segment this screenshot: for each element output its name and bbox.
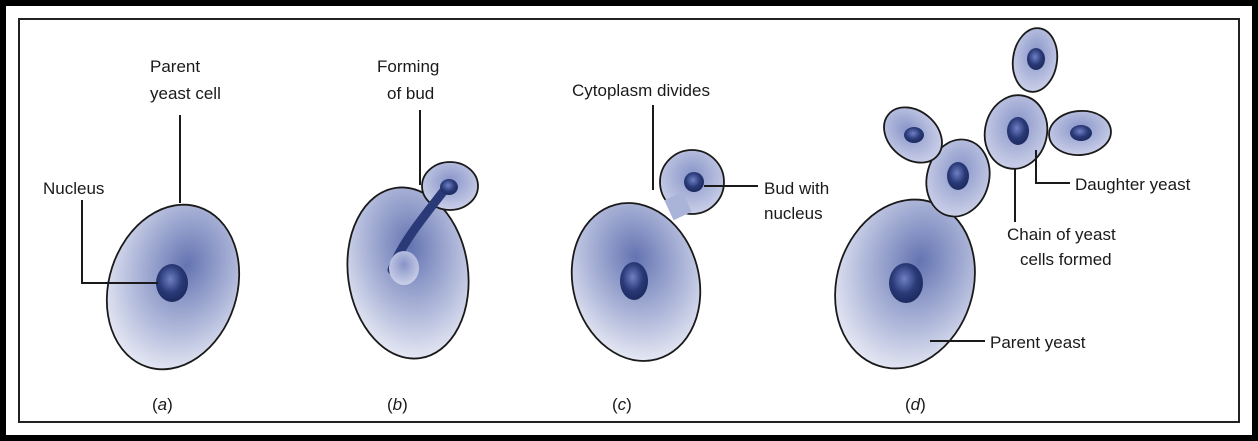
bud-nucleus-c [684, 172, 704, 192]
label-forming-b-1: Forming [377, 57, 439, 76]
stage-d: Daughter yeast Chain of yeast cells form… [814, 25, 1191, 414]
caption-c: (c) [612, 395, 632, 414]
caption-d: (d) [905, 395, 926, 414]
stage-c: Cytoplasm divides Bud with nucleus (c) [554, 81, 829, 414]
nucleus-b [389, 251, 419, 285]
nucleus-c [620, 262, 648, 300]
caption-a: (a) [152, 395, 173, 414]
label-parent-a-2: yeast cell [150, 84, 221, 103]
label-daughter-d: Daughter yeast [1075, 175, 1191, 194]
chain-nucleus-2 [1007, 117, 1029, 145]
label-chain-d-1: Chain of yeast [1007, 225, 1116, 244]
chain-nucleus-3 [1027, 48, 1045, 70]
label-bud-c-2: nucleus [764, 204, 823, 223]
label-parent-d: Parent yeast [990, 333, 1086, 352]
chain-nucleus-4 [904, 127, 924, 143]
stage-b: Forming of bud (b) [337, 57, 480, 414]
label-cytoplasm-c: Cytoplasm divides [572, 81, 710, 100]
leader-daughter-d [1036, 150, 1070, 183]
label-forming-b-2: of bud [387, 84, 434, 103]
nucleus-a [156, 264, 188, 302]
label-parent-a-1: Parent [150, 57, 200, 76]
stage-a: Parent yeast cell Nucleus (a) [43, 57, 260, 414]
label-bud-c-1: Bud with [764, 179, 829, 198]
label-chain-d-2: cells formed [1020, 250, 1112, 269]
caption-b: (b) [387, 395, 408, 414]
nucleus-d [889, 263, 923, 303]
label-nucleus-a: Nucleus [43, 179, 104, 198]
chain-nucleus-5 [1070, 125, 1092, 141]
bud-nucleus-b [440, 179, 458, 195]
chain-nucleus-1 [947, 162, 969, 190]
